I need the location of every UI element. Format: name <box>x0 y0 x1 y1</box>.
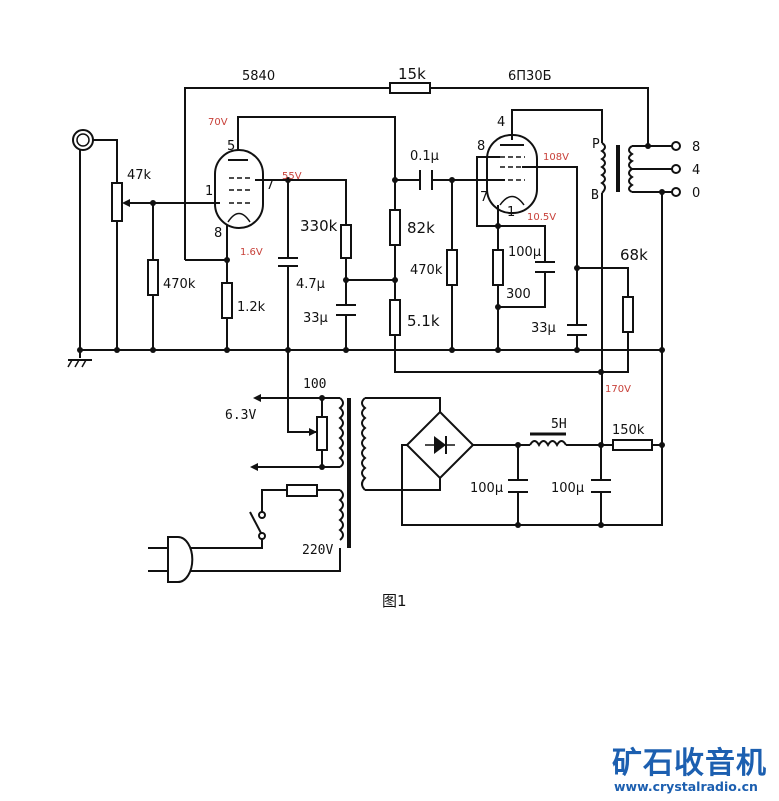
svg-text:55V: 55V <box>282 171 302 182</box>
svg-text:170V: 170V <box>605 384 631 395</box>
svg-text:70V: 70V <box>208 117 228 128</box>
svg-text:108V: 108V <box>543 152 569 163</box>
pot-100 <box>316 416 328 451</box>
svg-text:4: 4 <box>692 163 700 178</box>
output-transformer <box>600 141 681 197</box>
svg-text:82k: 82k <box>407 219 435 237</box>
resistors <box>111 82 653 497</box>
fuse <box>286 484 318 497</box>
svg-text:4: 4 <box>497 115 505 130</box>
svg-text:47k: 47k <box>127 168 152 183</box>
resistor-15k <box>389 82 431 94</box>
svg-text:4.7μ: 4.7μ <box>296 277 325 292</box>
svg-text:100μ: 100μ <box>551 481 584 496</box>
resistor-1.2k <box>221 282 233 319</box>
svg-text:150k: 150k <box>612 423 645 438</box>
svg-text:100μ: 100μ <box>470 481 503 496</box>
svg-text:1: 1 <box>205 184 213 199</box>
mains-plug <box>167 536 194 583</box>
resistor-470k-2 <box>446 249 458 286</box>
resistor-5.1k <box>389 299 401 336</box>
resistor-330k <box>340 224 352 259</box>
tube-v2-label: 6П30Б <box>508 69 552 84</box>
ground-symbol <box>67 359 92 368</box>
svg-text:5H: 5H <box>551 417 567 432</box>
svg-text:8: 8 <box>692 140 700 155</box>
tube-v1-label: 5840 <box>242 69 275 84</box>
label-15k: 15k <box>398 65 426 83</box>
tube-v2 <box>486 134 538 214</box>
choke-5h <box>529 432 567 448</box>
pot-47k <box>111 182 123 222</box>
wires <box>79 87 672 572</box>
svg-text:33μ: 33μ <box>303 311 328 326</box>
svg-text:7: 7 <box>266 178 274 193</box>
svg-text:10.5V: 10.5V <box>527 212 556 223</box>
svg-text:B: B <box>591 188 599 203</box>
svg-text:P: P <box>592 137 600 152</box>
svg-text:8: 8 <box>214 226 222 241</box>
site-url: www.crystalradio.cn <box>614 779 758 794</box>
labels: 5840 15k 6П30Б 70V 5 1 7 8 55V 1.6V 47k … <box>127 65 700 610</box>
svg-text:100: 100 <box>303 377 326 392</box>
svg-text:1.6V: 1.6V <box>240 247 263 258</box>
svg-text:8: 8 <box>477 139 485 154</box>
tube-v1 <box>214 149 264 229</box>
svg-text:0.1μ: 0.1μ <box>410 149 439 164</box>
svg-text:1: 1 <box>507 205 515 220</box>
resistor-150k <box>612 439 653 451</box>
svg-text:5.1k: 5.1k <box>407 312 440 330</box>
svg-text:7: 7 <box>480 190 488 205</box>
svg-text:6.3V: 6.3V <box>225 408 256 423</box>
svg-text:0: 0 <box>692 186 700 201</box>
input-jack <box>72 129 94 151</box>
junction-dots <box>77 143 665 528</box>
resistor-82k <box>389 209 401 246</box>
svg-text:470k: 470k <box>163 277 196 292</box>
svg-text:300: 300 <box>506 287 531 302</box>
bridge-rectifier <box>405 410 475 480</box>
resistor-68k <box>622 296 634 333</box>
svg-text:100μ: 100μ <box>508 245 541 260</box>
svg-text:330k: 330k <box>300 217 338 235</box>
svg-text:68k: 68k <box>620 246 648 264</box>
power-transformer <box>250 394 367 548</box>
svg-text:5: 5 <box>227 139 235 154</box>
svg-text:33μ: 33μ <box>531 321 556 336</box>
site-logo: 矿石收音机 <box>612 746 767 781</box>
power-switch <box>249 511 266 540</box>
svg-text:1.2k: 1.2k <box>237 300 266 315</box>
resistor-300 <box>492 249 504 286</box>
resistor-470k-1 <box>147 259 159 296</box>
svg-text:220V: 220V <box>302 543 333 558</box>
svg-text:470k: 470k <box>410 263 443 278</box>
figure-caption: 图1 <box>382 592 407 610</box>
capacitors <box>278 170 611 493</box>
